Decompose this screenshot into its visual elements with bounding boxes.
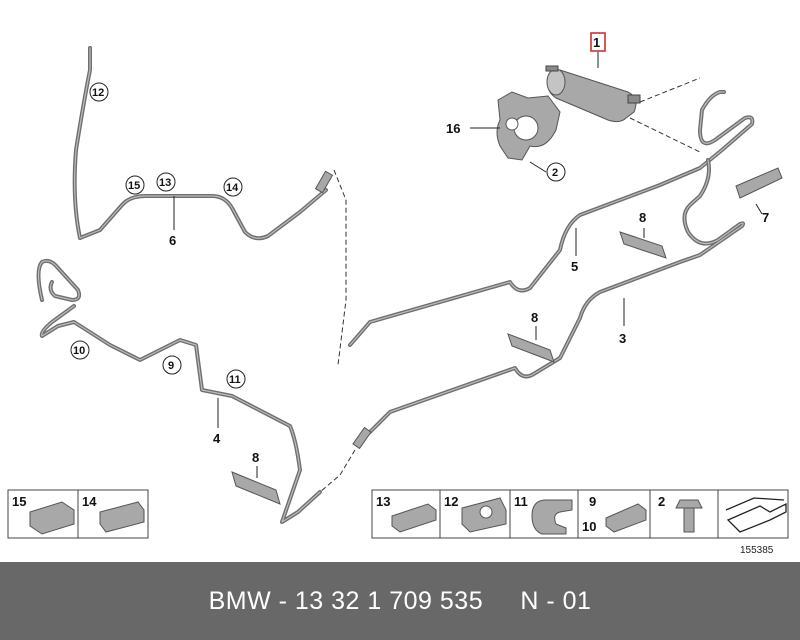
callout-4: 4 — [213, 431, 221, 446]
bolt-icon — [675, 499, 703, 533]
fastener-arrow-icon — [725, 497, 787, 533]
callout-16: 16 — [446, 121, 460, 136]
parts-diagram: 1 16 2 8 8 8 7 6 5 3 4 12 15 13 14 — [7, 32, 789, 556]
legend-10-label: 10 — [582, 519, 596, 534]
fuel-filter-canister — [545, 65, 701, 153]
legend-14-label: 14 — [82, 494, 97, 509]
callout-8-top: 8 — [639, 210, 646, 225]
callout-8-bottom: 8 — [252, 450, 259, 465]
clip-13-icon — [391, 503, 437, 533]
legend-right: 13 12 11 9 10 2 — [371, 489, 789, 539]
clip-14-icon — [99, 501, 145, 533]
callout-13: 13 — [159, 177, 171, 189]
dashed-connection-line — [333, 169, 347, 366]
legend-2-label: 2 — [658, 494, 665, 509]
dashed-connection-line-2 — [319, 449, 356, 493]
callout-9: 9 — [168, 360, 174, 372]
legend-left: 15 14 — [7, 489, 149, 539]
callout-1: 1 — [593, 35, 600, 50]
clip-15-icon — [29, 501, 75, 535]
highlight-box — [590, 32, 606, 52]
legend-13-label: 13 — [376, 494, 390, 509]
clip-8-top — [619, 231, 667, 259]
callout-6: 6 — [169, 233, 176, 248]
legend-15-label: 15 — [12, 494, 26, 509]
clip-7 — [735, 167, 783, 199]
footer-bar: BMW - 13 32 1 709 535 N - 01 — [0, 562, 800, 640]
pipe-4 — [36, 258, 322, 524]
callout-8-middle: 8 — [531, 310, 538, 325]
pipe-6 — [72, 46, 334, 241]
callout-15: 15 — [128, 180, 140, 192]
callout-10: 10 — [73, 345, 85, 357]
legend-9-label: 9 — [589, 494, 596, 509]
clip-9-10-icon — [605, 503, 647, 533]
clip-11-icon — [531, 499, 573, 535]
callout-2: 2 — [552, 167, 558, 179]
pipe-5 — [348, 90, 755, 347]
part-number-text: BMW - 13 32 1 709 535 N - 01 — [208, 586, 592, 615]
callout-11: 11 — [229, 374, 241, 386]
bracket-assembly — [496, 91, 561, 161]
reference-number: 155385 — [740, 545, 774, 556]
clip-8-bottom — [231, 471, 281, 505]
callout-14: 14 — [226, 182, 239, 194]
legend-12-label: 12 — [444, 494, 458, 509]
callout-3: 3 — [619, 331, 626, 346]
callout-5: 5 — [571, 259, 578, 274]
legend-11-label: 11 — [514, 494, 528, 509]
callout-7: 7 — [762, 210, 769, 225]
pipe-3 — [352, 158, 746, 450]
clip-8-middle — [507, 333, 555, 363]
callout-12: 12 — [92, 87, 104, 99]
